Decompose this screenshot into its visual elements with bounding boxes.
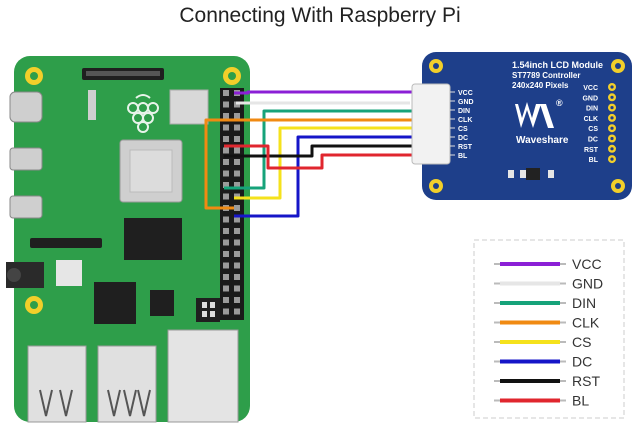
lcd-board [422, 52, 632, 200]
raspberry-pi-board [6, 56, 250, 423]
lcd-resolution: 240x240 Pixels [512, 81, 569, 90]
gpio-pin [223, 297, 229, 303]
gpio-pin [234, 228, 240, 234]
smd-components [508, 168, 554, 180]
gpio-pin [223, 262, 229, 269]
gpio-pin [234, 285, 240, 292]
usb-port-2 [97, 345, 157, 423]
gpio-header [220, 88, 244, 320]
wire-din [224, 109, 414, 190]
gpio-pin [223, 251, 229, 257]
legend-label: RST [572, 373, 600, 389]
usb-c-port [9, 91, 43, 123]
lcd-pin-label: DIN [586, 106, 598, 113]
wire-clk [204, 118, 414, 210]
gpio-pin [223, 124, 229, 131]
gpio-pin [223, 274, 229, 280]
lcd-pin-label: RST [458, 144, 473, 151]
lcd-pin-label: DIN [458, 108, 470, 115]
gpio-pin [234, 147, 240, 154]
legend-box [473, 239, 625, 419]
gpio-pin [234, 308, 240, 315]
lcd-connector [411, 83, 451, 165]
lcd-pin-label: CS [588, 126, 598, 133]
lcd-pin-label: CLK [458, 117, 472, 124]
lcd-module: 1.54inch LCD Module ST7789 Controller 24… [411, 52, 632, 200]
pin-labels-right: VCC GND DIN CLK CS DC RST BL [582, 83, 616, 164]
lcd-pin-label: DC [458, 135, 468, 142]
gpio-pin [223, 228, 229, 234]
gpio-pin [223, 216, 229, 223]
lcd-controller: ST7789 Controller [512, 71, 580, 80]
legend-label: VCC [572, 256, 602, 272]
gpio-pin [223, 113, 229, 119]
micro-hdmi-1 [9, 195, 43, 219]
ethernet-port [167, 329, 239, 423]
legend-label: GND [572, 276, 603, 292]
legend-label: CLK [572, 315, 600, 331]
wires [204, 90, 414, 218]
lcd-pin-label: VCC [583, 85, 598, 92]
gpio-pin [223, 193, 229, 200]
gpio-pin [234, 297, 240, 303]
gpio-pin [223, 308, 229, 315]
legend-label: DC [572, 354, 592, 370]
gpio-pin [234, 251, 240, 257]
gpio-pin [234, 124, 240, 131]
legend-label: CS [572, 334, 591, 350]
lcd-pin-label: RST [584, 147, 599, 154]
gpio-pin [223, 239, 229, 246]
lcd-pin-label: BL [458, 153, 468, 160]
gpio-pin [223, 90, 229, 96]
gpio-pin [234, 170, 240, 177]
gpio-pin [223, 159, 229, 165]
legend-label: BL [572, 393, 589, 409]
registered-mark: ® [556, 98, 563, 108]
gpio-pin [234, 239, 240, 246]
lcd-pin-label: CLK [584, 116, 598, 123]
lcd-pin-label: BL [589, 157, 599, 164]
gpio-pin [234, 113, 240, 119]
gpio-pins [223, 90, 240, 315]
lcd-brand: Waveshare [516, 135, 569, 146]
legend-label: DIN [572, 295, 596, 311]
gpio-pin [223, 285, 229, 292]
waveshare-logo [515, 102, 554, 128]
wire-vcc [234, 90, 414, 95]
lcd-pin-label: GND [582, 95, 598, 102]
gpio-pin [234, 182, 240, 188]
gpio-pin [234, 216, 240, 223]
lcd-pin-label: CS [458, 126, 468, 133]
gpio-pin [223, 101, 229, 108]
gpio-pin [234, 159, 240, 165]
raspberry-logo [127, 94, 159, 133]
legend: VCC GND DIN CLK CS DC RST BL [473, 239, 625, 419]
ram-chip [124, 218, 182, 260]
wire-bl [224, 144, 414, 170]
wire-cs [234, 126, 414, 200]
gpio-pin [234, 262, 240, 269]
lcd-pin-label: VCC [458, 90, 473, 97]
gpio-pin [223, 147, 229, 154]
gpio-pin [223, 170, 229, 177]
micro-hdmi-0 [9, 147, 43, 171]
page-title: Connecting With Raspberry Pi [179, 4, 461, 27]
lcd-pin-label: DC [588, 137, 598, 144]
gpio-pin [223, 182, 229, 188]
lcd-name: 1.54inch LCD Module [512, 60, 603, 70]
wire-dc [234, 135, 414, 218]
gpio-pin [234, 274, 240, 280]
pin-labels-left: VCC GND DIN CLK CS DC RST BL [450, 90, 474, 160]
gpio-pin [234, 205, 240, 211]
usb-port-1 [27, 345, 87, 423]
gpio-pin [234, 136, 240, 142]
lcd-pin-label: GND [458, 99, 474, 106]
gpio-pin [223, 136, 229, 142]
